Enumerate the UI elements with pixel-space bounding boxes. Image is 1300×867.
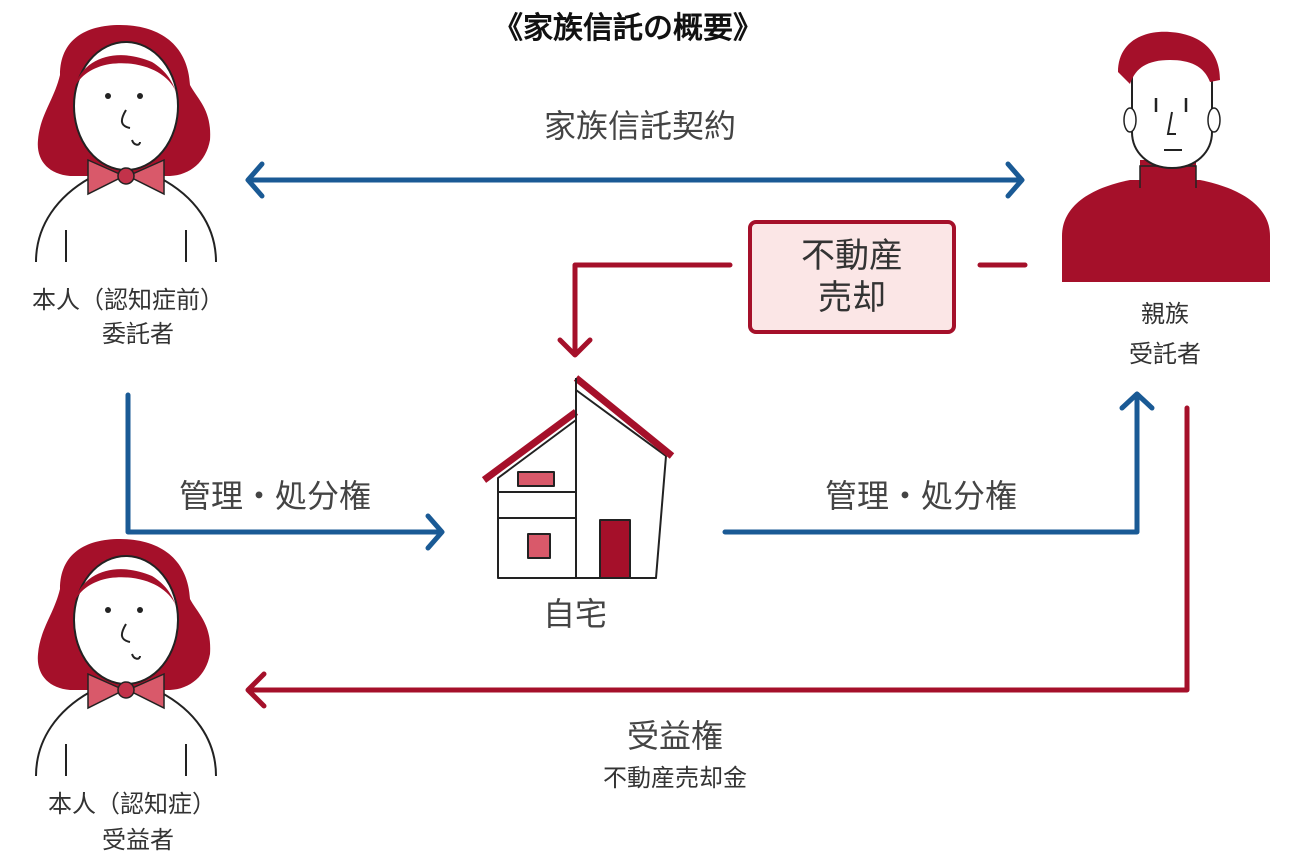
- settlor-label: 本人（認知症前）: [32, 286, 224, 314]
- beneficiary-role: 受益者: [102, 826, 174, 854]
- trustee-label: 親族: [1141, 300, 1189, 328]
- benefit-arrow: [245, 405, 1190, 709]
- man-icon: [1062, 31, 1270, 282]
- left-rights-label: 管理・処分権: [178, 477, 371, 515]
- sale-box: 不動産 売却: [748, 220, 956, 334]
- sale-box-line2: 売却: [818, 278, 886, 318]
- woman-icon: [35, 25, 217, 263]
- contract-arrow: [245, 161, 1025, 199]
- right-rights-label: 管理・処分権: [824, 477, 1017, 515]
- settlor-to-house-arrow: [125, 392, 445, 551]
- beneficiary-label: 本人（認知症）: [48, 790, 216, 818]
- sale-arrow: [557, 262, 1028, 358]
- benefit-detail: 不動産売却金: [603, 764, 747, 792]
- sale-box-line1: 不動産: [801, 235, 903, 276]
- benefit-label: 受益権: [626, 717, 723, 755]
- house-label: 自宅: [542, 595, 607, 633]
- woman-icon: [35, 539, 217, 777]
- house-icon: [481, 375, 675, 579]
- contract-label: 家族信託契約: [543, 107, 736, 145]
- settlor-role: 委託者: [102, 320, 174, 348]
- page-title: 《家族信託の概要》: [493, 11, 763, 46]
- house-to-trustee-arrow: [722, 391, 1155, 535]
- trustee-role: 受託者: [1129, 340, 1201, 368]
